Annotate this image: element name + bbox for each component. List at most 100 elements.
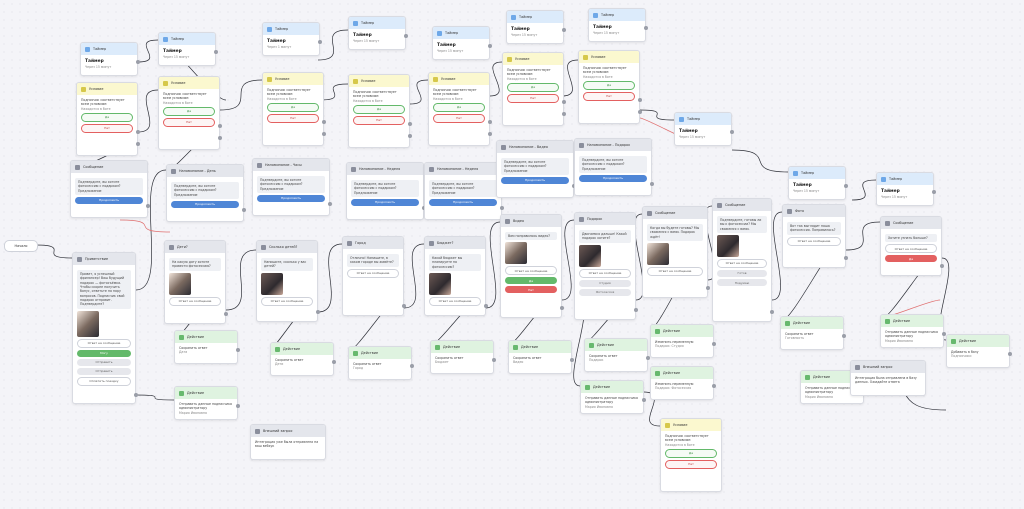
connector-port[interactable]: [1008, 352, 1012, 356]
connector-port[interactable]: [484, 304, 488, 308]
connector-port[interactable]: [322, 120, 326, 124]
connector-port[interactable]: [236, 404, 240, 408]
welcome-button[interactable]: Оплатить поездку: [77, 376, 131, 386]
connector-port[interactable]: [570, 358, 574, 362]
connector-port[interactable]: [842, 334, 846, 338]
answer-button[interactable]: Да: [505, 277, 557, 285]
connector-port[interactable]: [770, 310, 774, 314]
connector-port[interactable]: [650, 182, 654, 186]
connector-port[interactable]: [316, 310, 320, 314]
connector-port[interactable]: [712, 384, 716, 388]
connector-port[interactable]: [488, 120, 492, 124]
condition-yes[interactable]: Да: [583, 80, 635, 90]
continue-button[interactable]: Продолжить: [579, 174, 647, 182]
answer-button[interactable]: Нет: [505, 286, 557, 294]
connector-port[interactable]: [146, 204, 150, 208]
connector-port[interactable]: [634, 308, 638, 312]
connector-port[interactable]: [322, 132, 326, 136]
welcome-button[interactable]: Могу: [77, 349, 131, 357]
connector-port[interactable]: [328, 202, 332, 206]
start-node[interactable]: Начало: [4, 240, 38, 252]
welcome-button[interactable]: Отправить: [77, 358, 131, 366]
connector-port[interactable]: [844, 256, 848, 260]
continue-button[interactable]: Продолжить: [257, 194, 325, 202]
condition-yes[interactable]: Да: [353, 104, 405, 114]
connector-port[interactable]: [562, 28, 566, 32]
condition-yes[interactable]: Да: [433, 102, 485, 112]
answer-button[interactable]: Студия: [579, 279, 631, 287]
condition-yes[interactable]: Да: [665, 448, 717, 458]
connector-port[interactable]: [560, 306, 564, 310]
question-node[interactable]: Дети?На какую дату хотите провести фотос…: [164, 240, 226, 324]
connector-port[interactable]: [638, 98, 642, 102]
connector-port[interactable]: [488, 132, 492, 136]
connector-port[interactable]: [638, 110, 642, 114]
connector-port[interactable]: [136, 130, 140, 134]
condition-no[interactable]: Нет: [353, 115, 405, 126]
condition-no[interactable]: Нет: [583, 91, 635, 102]
condition-no[interactable]: Нет: [267, 113, 319, 124]
connector-port[interactable]: [224, 312, 228, 316]
connector-port[interactable]: [236, 348, 240, 352]
continue-button[interactable]: Продолжить: [501, 176, 569, 184]
connector-port[interactable]: [318, 40, 322, 44]
answer-button[interactable]: Фотосессия: [579, 288, 631, 296]
connector-port[interactable]: [136, 142, 140, 146]
connector-port[interactable]: [642, 398, 646, 402]
connector-port[interactable]: [242, 208, 246, 212]
connector-port[interactable]: [488, 44, 492, 48]
connector-port[interactable]: [730, 130, 734, 134]
connector-port[interactable]: [932, 190, 936, 194]
answer-button[interactable]: Да: [885, 255, 937, 263]
connector-port[interactable]: [408, 122, 412, 126]
condition-yes[interactable]: Да: [163, 106, 215, 116]
condition-yes[interactable]: Да: [81, 112, 133, 122]
connector-port[interactable]: [214, 50, 218, 54]
question-node[interactable]: Сколько детей?Напишите, сколько у вас де…: [256, 240, 318, 322]
connector-port[interactable]: [646, 356, 650, 360]
question-node[interactable]: Бюджет?Какой бюджет вы планируете на фот…: [424, 236, 486, 316]
condition-no[interactable]: Нет: [507, 93, 559, 104]
connector-port[interactable]: [942, 332, 946, 336]
connector-port[interactable]: [134, 393, 138, 397]
answer-button[interactable]: Подумаю: [717, 279, 767, 287]
connector-port[interactable]: [332, 360, 336, 364]
continue-button[interactable]: Продолжить: [429, 198, 497, 206]
